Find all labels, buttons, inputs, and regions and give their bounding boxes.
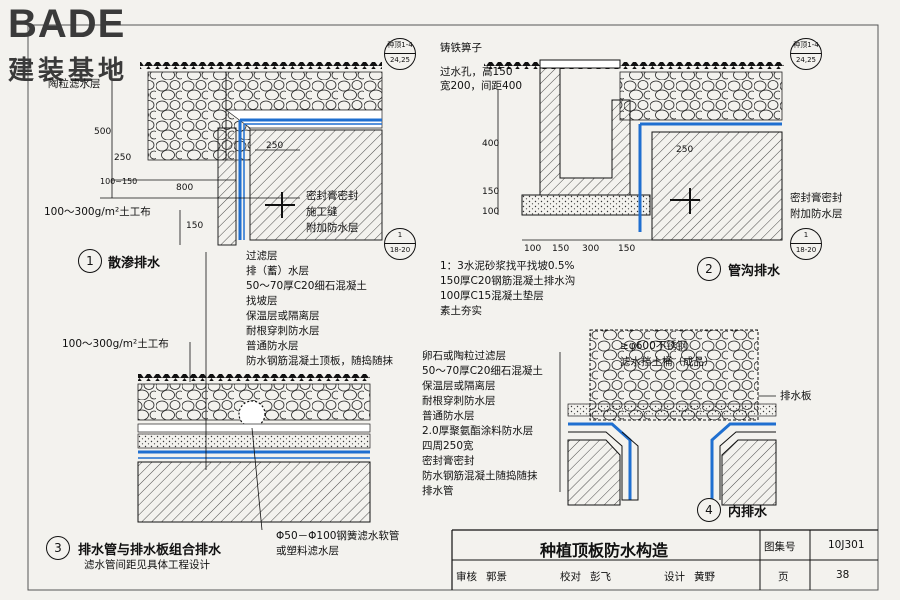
detail4-layer-4: 耐根穿刺防水层: [422, 395, 496, 407]
detail1-label-sealant: 密封膏密封: [306, 190, 359, 202]
detail2-dim-100: 100: [524, 244, 542, 254]
detail3-layer-3: 50～70厚C20细石混凝土: [246, 280, 367, 292]
detail4-layer-10: 排水管: [422, 485, 454, 497]
detail1-label-fabric: 100～300g/m²土工布: [44, 206, 151, 218]
sheet-title: 种植顶板防水构造: [540, 541, 669, 560]
detail4-layer-6: 2.0厚聚氨酯涂料防水层: [422, 425, 534, 437]
detail1-title: 散渗排水: [108, 256, 161, 271]
detail3-pipe-1: Φ50－Φ100钢簧滤水软管: [276, 530, 400, 542]
brand-logo: BADE: [8, 2, 126, 46]
detail2-dim-400: 400: [482, 139, 500, 149]
detail3-layer-4: 找坡层: [246, 295, 278, 307]
detail2-label-hole-height: 过水孔，高150: [440, 66, 513, 78]
detail2-label-grate: 铸铁箅子: [440, 42, 482, 54]
detail1-label-filter: 陶粒滤水层: [48, 78, 101, 90]
reviewer-name: 郭景: [486, 571, 507, 583]
detail2-dim-250: 250: [676, 145, 694, 155]
detail4-layer-5: 普通防水层: [422, 410, 475, 422]
detail2-dim-150v: 150: [482, 187, 500, 197]
detail4-side-label: 排水板: [780, 390, 812, 402]
detail4-layer-3: 保温层或隔离层: [422, 380, 496, 392]
detail3-layer-8: 防水钢筋混凝土顶板，随捣随抹: [246, 355, 393, 367]
atlas-label: 图集号: [764, 541, 796, 553]
detail1-dim-150: 150: [186, 221, 204, 231]
detail1-dim-250v: 250: [114, 153, 132, 163]
detail2-label-extra: 附加防水层: [790, 208, 843, 220]
detail2-dim-300: 300: [582, 244, 600, 254]
checker-name: 彭飞: [590, 571, 611, 583]
detail1-label-extra: 附加防水层: [306, 222, 359, 234]
check-label: 校对: [560, 571, 581, 583]
detail3-layer-2: 排（蓄）水层: [246, 265, 309, 277]
detail4-layer-8: 密封膏密封: [422, 455, 475, 467]
detail3-pipe-2: 或塑料滤水层: [276, 545, 339, 557]
detail4-bucket-2: 滤水挡土桶（成品）: [620, 356, 715, 368]
design-label: 设计: [664, 571, 685, 583]
brand-logo-subtitle: 建装基地: [8, 56, 129, 86]
detail3-layer-6: 耐根穿刺防水层: [246, 325, 320, 337]
detail2-dim-100v: 100: [482, 207, 500, 217]
detail3-layer-7: 普通防水层: [246, 340, 299, 352]
detail1-label-joint: 施工缝: [306, 206, 338, 218]
detail2-note-1: 1：3水泥砂浆找平找坡0.5%: [440, 260, 575, 272]
detail2-note-3: 100厚C15混凝土垫层: [440, 290, 544, 302]
detail2-label-hole-width: 宽200，间距400: [440, 80, 523, 92]
detail4-title: 内排水: [728, 505, 768, 520]
page-label: 页: [778, 571, 789, 583]
detail4-number: 4: [697, 498, 721, 522]
designer-name: 黄野: [694, 571, 715, 583]
detail1-dim-100-150: 100~150: [100, 177, 138, 186]
detail3-subtitle: 滤水管间距见具体工程设计: [84, 559, 210, 571]
detail4-layer-7: 四周250宽: [422, 440, 474, 452]
detail4-layer-1: 卵石或陶粒过滤层: [422, 350, 506, 362]
page-number: 38: [836, 569, 850, 581]
detail3-layer-5: 保温层或隔离层: [246, 310, 320, 322]
detail1-dim-500: 500: [94, 127, 112, 137]
detail1-dim-800: 800: [176, 183, 194, 193]
detail2-dim-150: 150: [552, 244, 570, 254]
detail2-title: 管沟排水: [728, 264, 781, 279]
detail3-title: 排水管与排水板组合排水: [78, 543, 222, 558]
detail2-note-4: 素土夯实: [440, 305, 482, 317]
detail3-fabric: 100～300g/m²土工布: [62, 338, 169, 350]
detail3-number: 3: [46, 536, 70, 560]
detail2-dim-150b: 150: [618, 244, 636, 254]
detail1-number: 1: [78, 249, 102, 273]
detail2-number: 2: [697, 257, 721, 281]
detail1-dim-250: 250: [266, 141, 284, 151]
review-label: 审核: [456, 571, 477, 583]
detail3-layer-1: 过滤层: [246, 250, 278, 262]
detail4-bucket-1: ≥φ600不锈钢: [620, 340, 688, 352]
detail2-label-sealant: 密封膏密封: [790, 192, 843, 204]
detail4-layer-9: 防水钢筋混凝土随捣随抹: [422, 470, 538, 482]
detail4-layer-2: 50～70厚C20细石混凝土: [422, 365, 543, 377]
atlas-number: 10J301: [828, 539, 865, 551]
detail2-note-2: 150厚C20钢筋混凝土排水沟: [440, 275, 576, 287]
